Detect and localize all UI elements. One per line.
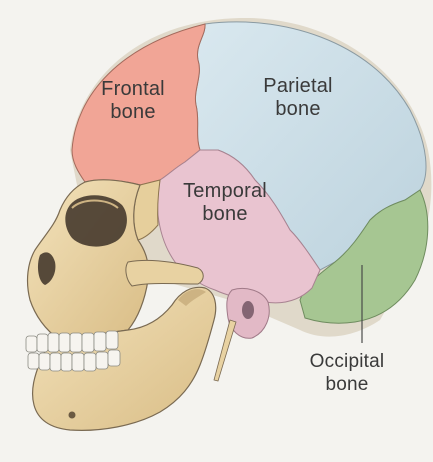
frontal-label-line2: bone (78, 101, 188, 124)
parietal-label-line2: bone (238, 98, 358, 121)
parietal-label-line1: Parietal (238, 75, 358, 98)
temporal-label-line2: bone (160, 203, 290, 226)
occipital-label-line2: bone (292, 373, 402, 396)
temporal-bone-label: Temporal bone (160, 180, 290, 226)
ear-canal (242, 301, 254, 319)
temporal-label-line1: Temporal (160, 180, 290, 203)
eye-orbit (65, 195, 127, 246)
styloid-process (214, 320, 236, 381)
upper-teeth (26, 331, 118, 352)
mental-foramen (69, 412, 76, 419)
frontal-bone-label: Frontal bone (78, 78, 188, 124)
occipital-label-line1: Occipital (292, 350, 402, 373)
occipital-bone-label: Occipital bone (292, 350, 402, 396)
frontal-label-line1: Frontal (78, 78, 188, 101)
lower-teeth (28, 350, 120, 371)
parietal-bone-label: Parietal bone (238, 75, 358, 121)
